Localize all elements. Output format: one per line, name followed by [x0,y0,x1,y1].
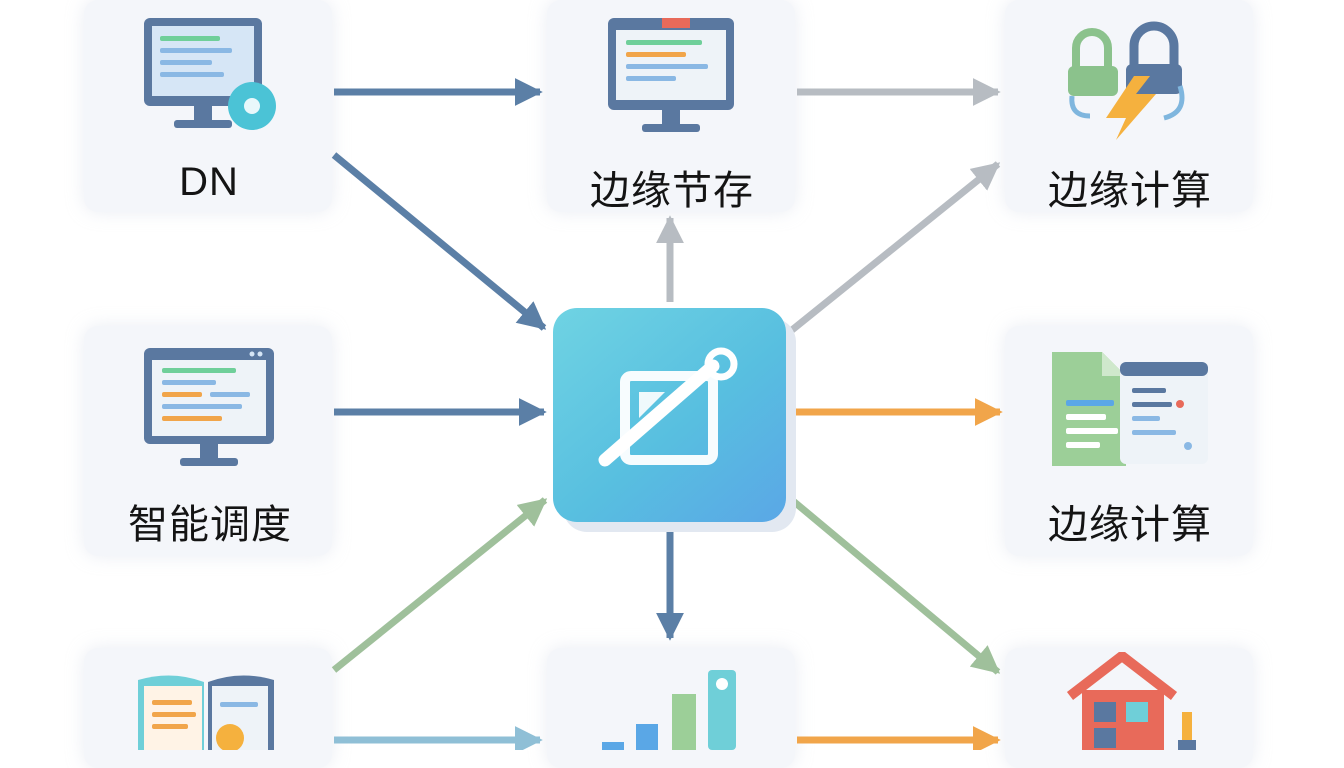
arrow-hub-to-edge-compute-top [789,161,1001,333]
node-card-analytics[interactable] [547,648,795,768]
node-label-edge-compute-top: 边缘计算 [1048,168,1212,214]
house-icon [1066,652,1196,750]
arrow-hub-to-home [789,497,1001,675]
lock-lightning-icon [1068,21,1185,140]
arrow-dn-to-hub [331,152,547,331]
document-list-icon [1052,352,1208,466]
arrow-docs-to-hub [331,497,548,673]
monitor-dashboard-icon [608,18,734,132]
hub-link-icon [598,347,738,467]
central-hub[interactable] [553,308,786,522]
monitor-disc-icon [144,18,276,130]
connection-arrows [331,78,1003,750]
monitor-list-icon [144,348,274,466]
node-label-smart-scheduling: 智能调度 [128,502,292,548]
node-label-dn: DN [179,160,239,204]
node-label-edge-storage: 边缘节存 [590,168,754,214]
open-book-icon [138,675,274,750]
node-label-edge-compute-mid: 边缘计算 [1048,502,1212,548]
bar-chart-icon [602,670,736,750]
